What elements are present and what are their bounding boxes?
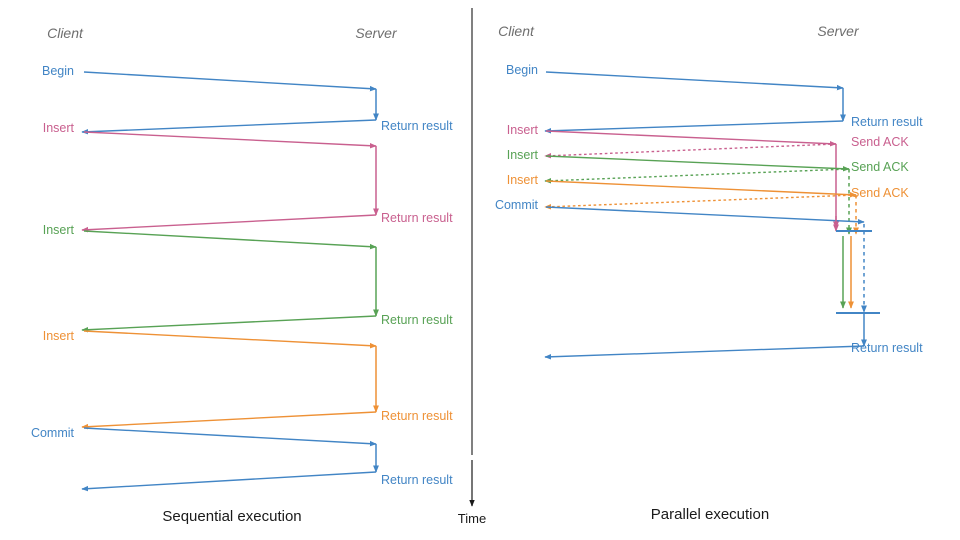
time-axis-label: Time <box>458 511 486 526</box>
message-line-insert1-request <box>83 131 377 149</box>
lane-title-server: Server <box>817 23 860 39</box>
message-line-commit-request <box>545 206 865 225</box>
message-line-insert1-ack <box>544 143 837 159</box>
message-line-insert2-ack <box>544 168 850 184</box>
message-label-insert3-ack: Send ACK <box>851 186 909 200</box>
message-label-insert3-request: Insert <box>43 329 75 343</box>
message-label-begin-return: Return result <box>851 115 923 129</box>
message-label-insert3-return: Return result <box>381 409 453 423</box>
message-label-insert2-request: Insert <box>43 223 75 237</box>
message-label-insert3-request: Insert <box>507 173 539 187</box>
message-line-begin-request <box>83 71 377 92</box>
message-label-begin-request: Begin <box>42 64 74 78</box>
message-line-insert2-request <box>545 155 850 172</box>
message-line-insert3-return <box>81 411 377 430</box>
message-label-insert1-return: Return result <box>381 211 453 225</box>
message-line-insert1-request <box>545 130 837 147</box>
message-label-insert2-return: Return result <box>381 313 453 327</box>
message-line-insert1-return <box>81 214 377 233</box>
time-axis-group: Time <box>458 8 486 526</box>
message-label-begin-return: Return result <box>381 119 453 133</box>
message-label-commit-return: Return result <box>851 341 923 355</box>
message-label-insert1-ack: Send ACK <box>851 135 909 149</box>
message-label-commit-return: Return result <box>381 473 453 487</box>
message-label-insert1-request: Insert <box>43 121 75 135</box>
message-line-insert3-request <box>83 330 377 349</box>
message-label-insert2-request: Insert <box>507 148 539 162</box>
lane-title-client: Client <box>498 23 535 39</box>
message-line-commit-return <box>544 345 865 360</box>
message-line-insert3-request <box>545 180 857 198</box>
panel-caption-sequential: Sequential execution <box>162 508 301 525</box>
message-label-begin-request: Begin <box>506 63 538 77</box>
message-line-insert2-return <box>81 315 377 333</box>
lane-title-server: Server <box>355 25 398 41</box>
message-line-begin-return <box>544 120 844 134</box>
message-label-commit-request: Commit <box>31 426 75 440</box>
panel-caption-parallel: Parallel execution <box>651 506 769 523</box>
lane-title-client: Client <box>47 25 84 41</box>
message-line-insert3-ack <box>544 194 857 210</box>
message-label-insert2-ack: Send ACK <box>851 160 909 174</box>
message-line-insert2-request <box>83 230 377 250</box>
message-line-commit-return <box>81 471 377 492</box>
message-line-begin-request <box>545 71 844 91</box>
message-line-commit-request <box>83 427 377 447</box>
message-label-commit-request: Commit <box>495 198 539 212</box>
message-line-begin-return <box>81 119 377 135</box>
message-label-insert1-request: Insert <box>507 123 539 137</box>
